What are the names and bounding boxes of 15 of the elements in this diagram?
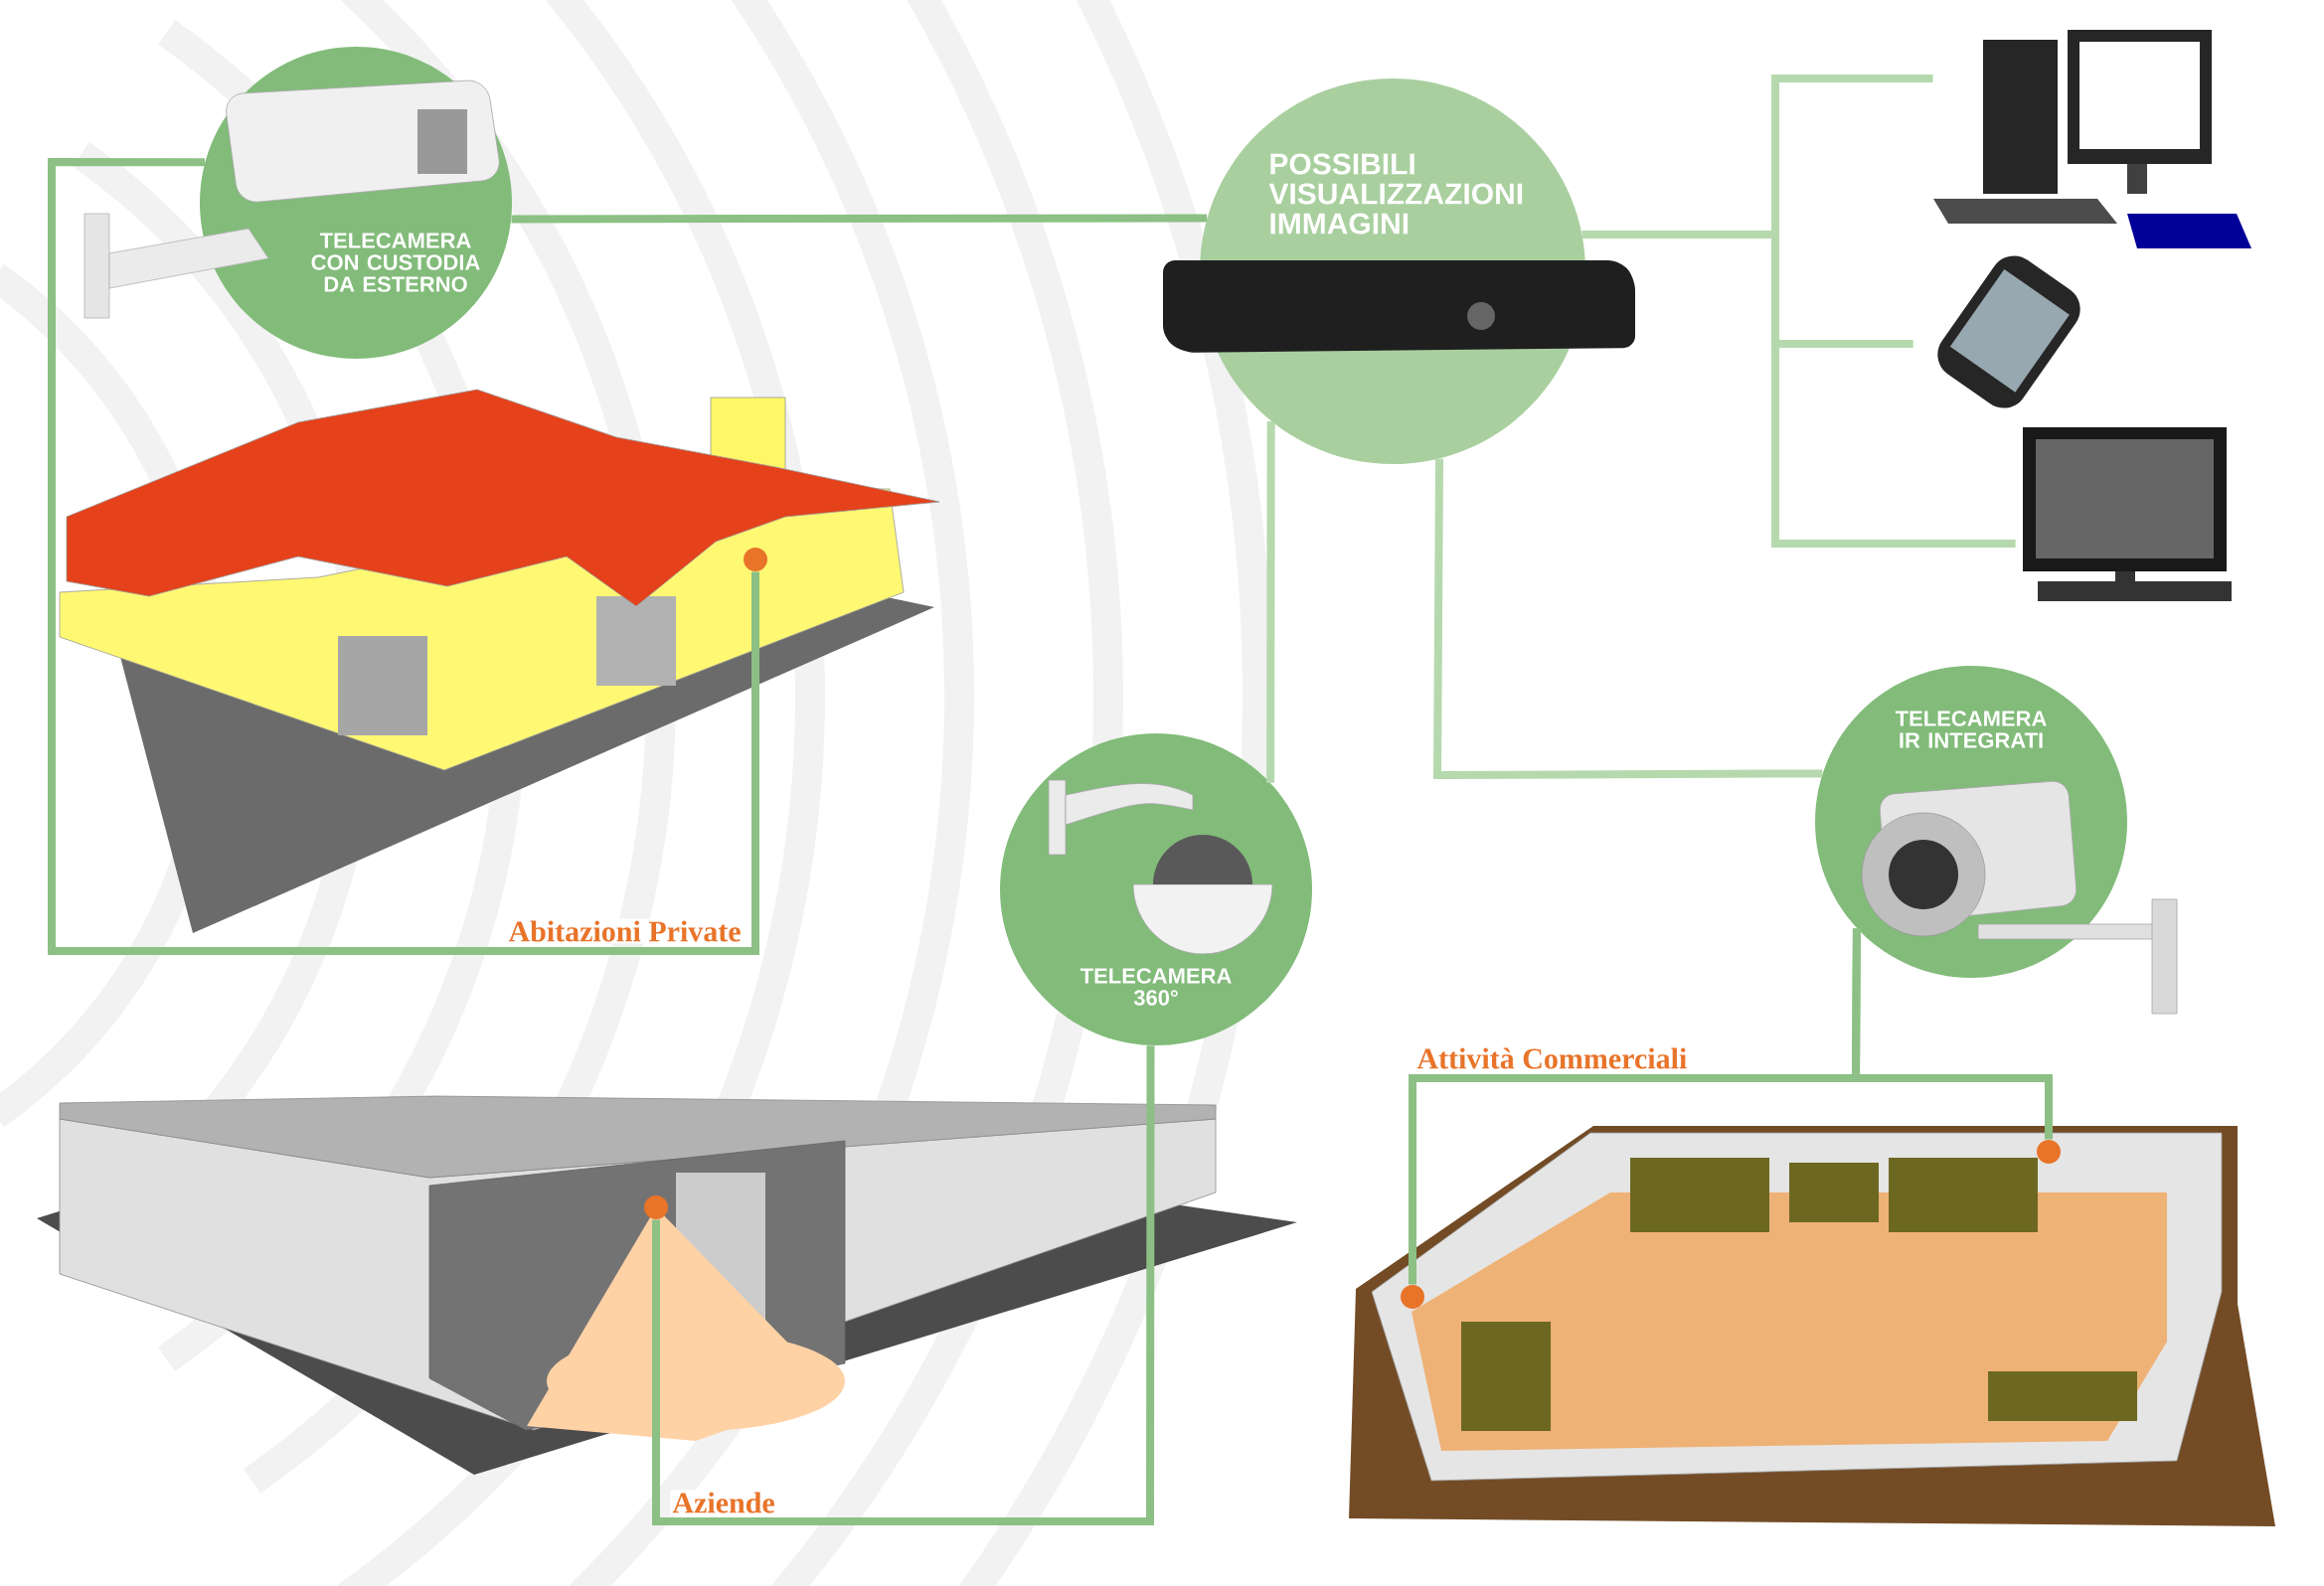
circle-caption: TELECAMERA IR INTEGRATI — [1895, 711, 2047, 748]
edge-label: Attività Commerciali — [1414, 1045, 1690, 1071]
camera-dot — [1401, 1285, 1424, 1309]
circle-caption: TELECAMERA 360° — [1079, 968, 1232, 1006]
camera-dot — [2037, 1140, 2062, 1164]
camera-dot — [744, 548, 767, 571]
circle-caption: TELECAMERA CON CUSTODIA DA ESTERNO — [311, 233, 480, 292]
edge-label: Aziende — [670, 1490, 777, 1515]
computer-drawing — [1933, 30, 2252, 248]
edge-label: Abitazioni Private — [506, 918, 744, 944]
tv-drawing — [2023, 427, 2233, 601]
smartphone-drawing — [1949, 268, 2070, 393]
camera-dot — [644, 1195, 668, 1219]
connector-line — [511, 214, 1208, 224]
connector-line — [48, 158, 759, 955]
